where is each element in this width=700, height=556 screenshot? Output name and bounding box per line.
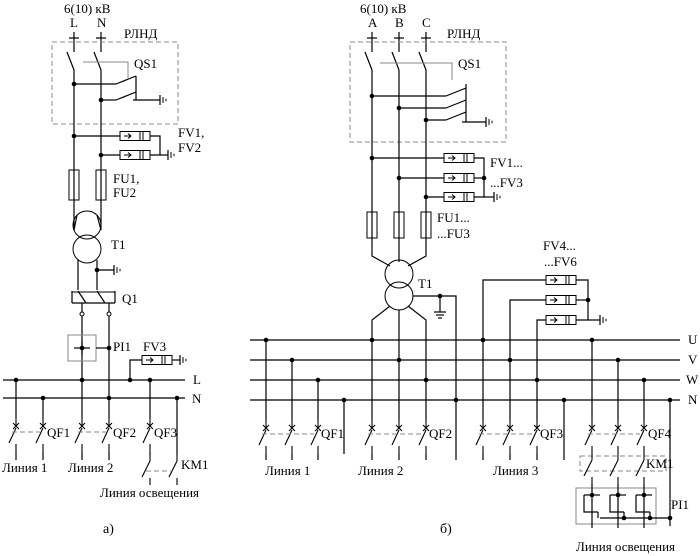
bus-w-label: W bbox=[686, 372, 699, 387]
fu12-label-1: FU1, bbox=[113, 171, 139, 186]
fv46-label-1: FV4... bbox=[543, 238, 576, 253]
rlnd-box-a bbox=[51, 41, 179, 125]
caption-b: б) bbox=[440, 522, 452, 537]
fv13-label-1: FV1... bbox=[490, 155, 523, 170]
line1-label-a: Линия 1 bbox=[2, 460, 47, 475]
phase-c-label: C bbox=[422, 15, 431, 30]
qf4-label-b: QF4 bbox=[648, 426, 672, 441]
rlnd-box-b bbox=[349, 41, 507, 143]
t1-label-b: T1 bbox=[418, 276, 432, 291]
qf3-label-b: QF3 bbox=[540, 426, 563, 441]
fv12-label-2: FV2 bbox=[178, 140, 201, 155]
qf2-label-b: QF2 bbox=[429, 426, 452, 441]
diagram-b: 6(10) кВ A B C РЛНД QS1 bbox=[250, 1, 699, 554]
km1-label-b: KM1 bbox=[646, 456, 673, 471]
bus-u-label: U bbox=[688, 332, 698, 347]
fu13-label-2: ...FU3 bbox=[437, 226, 470, 241]
fu13-label-1: FU1... bbox=[437, 210, 470, 225]
fv12-label-1: FV1, bbox=[178, 125, 204, 140]
diagram-a: 6(10) кВ L N РЛНД QS1 FV1, FV2 bbox=[2, 1, 208, 537]
line3-label-b: Линия 3 bbox=[493, 463, 538, 478]
bus-l-label: L bbox=[193, 372, 201, 387]
rlnd-label-a: РЛНД bbox=[124, 26, 157, 41]
fv46-label-2: ...FV6 bbox=[544, 254, 577, 269]
qs1-label-b: QS1 bbox=[458, 56, 481, 71]
km1-label-a: KM1 bbox=[181, 457, 208, 472]
t1-label-a: T1 bbox=[111, 237, 125, 252]
phase-n-label: N bbox=[97, 15, 107, 30]
bus-n-label-a: N bbox=[192, 391, 202, 406]
qf3-label-a: QF3 bbox=[154, 425, 177, 440]
lighting-label-a: Линия освещения bbox=[100, 485, 199, 500]
fu12-label-2: FU2 bbox=[113, 185, 136, 200]
phase-a-label: A bbox=[368, 15, 378, 30]
qf1-label-a: QF1 bbox=[47, 425, 70, 440]
pi1-label-b: PI1 bbox=[671, 497, 689, 512]
qf2-label-a: QF2 bbox=[113, 425, 136, 440]
fv3-label: FV3 bbox=[143, 339, 166, 354]
supply-voltage-label-a: 6(10) кВ bbox=[64, 1, 111, 16]
line2-label-b: Линия 2 bbox=[358, 463, 403, 478]
q1-label: Q1 bbox=[122, 291, 138, 306]
bus-n-label-b: N bbox=[688, 392, 698, 407]
caption-a: а) bbox=[103, 522, 114, 537]
phase-b-label: B bbox=[395, 15, 404, 30]
qs1-label-a: QS1 bbox=[134, 56, 157, 71]
lighting-label-b: Линия освещения bbox=[576, 539, 675, 554]
qf1-label-b: QF1 bbox=[321, 426, 344, 441]
pi1-label-a: PI1 bbox=[113, 339, 131, 354]
line1-label-b: Линия 1 bbox=[265, 463, 310, 478]
supply-voltage-label-b: 6(10) кВ bbox=[360, 1, 407, 16]
rlnd-label-b: РЛНД bbox=[447, 26, 480, 41]
bus-v-label: V bbox=[688, 352, 698, 367]
phase-l-label: L bbox=[70, 15, 78, 30]
line2-label-a: Линия 2 bbox=[68, 460, 113, 475]
fv13-label-2: ...FV3 bbox=[490, 175, 523, 190]
